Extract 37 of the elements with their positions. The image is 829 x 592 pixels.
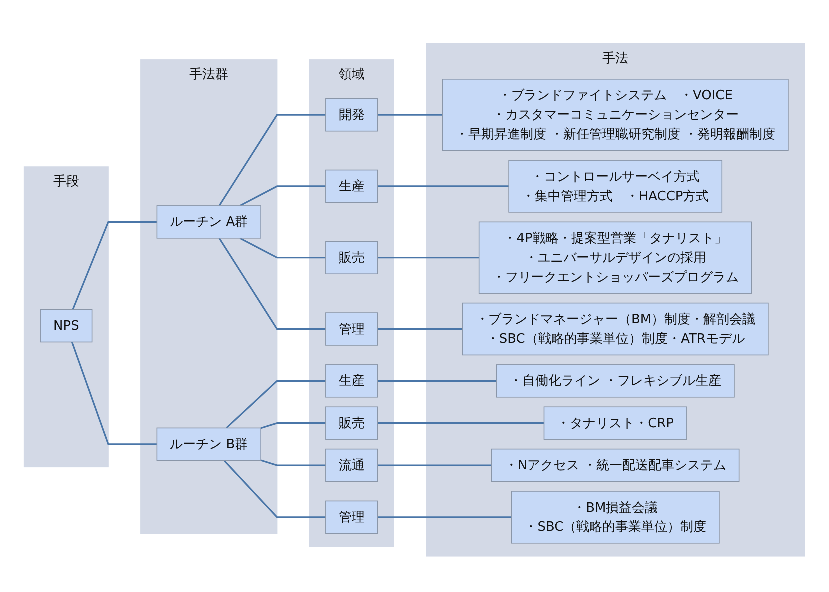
node-box: NPS — [40, 309, 93, 343]
node-box: 販売 — [326, 241, 378, 274]
node-box: ・Nアクセス ・統一配送配車システム — [491, 448, 740, 482]
node-box: ・4P戦略・提案型営業「タナリスト」 ・ユニバーサルデザインの採用 ・フリークエントショッパーズプログラム — [478, 222, 752, 294]
node-box: ・コントロールサーベイ方式 ・集中管理方式 ・HACCP方式 — [508, 160, 723, 213]
node-box: ・ブランドファイトシステム ・VOICE ・カスタマーコミュニケーションセンター ・早期昇進制度 ・新任管理職研究制度 ・発明報酬制度 — [442, 79, 789, 152]
connector — [224, 460, 326, 518]
node-box: 管理 — [326, 312, 378, 346]
node-box: 開発 — [326, 98, 378, 132]
node-box: ・自働化ライン ・フレキシブル生産 — [496, 364, 735, 398]
connector — [378, 114, 443, 116]
connector — [260, 422, 326, 430]
connector — [71, 342, 158, 446]
connector — [240, 186, 326, 207]
node-box: 管理 — [326, 500, 378, 534]
connector — [218, 238, 326, 330]
node-box: ルーチン B群 — [156, 428, 262, 462]
node-box: 生産 — [326, 364, 378, 398]
connector — [378, 186, 510, 188]
connector — [218, 114, 326, 206]
connector — [226, 380, 326, 429]
node-box: ・タナリスト・CRP — [544, 406, 688, 440]
node-box: ・ブランドマネージャー（BM）制度・解剖会議 ・SBC（戦略的事業単位）制度・ATRモデル — [462, 302, 769, 356]
connector — [260, 460, 326, 466]
node-box: ルーチン A群 — [156, 206, 262, 239]
connector — [378, 328, 463, 330]
connector — [378, 380, 497, 382]
connector — [72, 221, 158, 310]
node-box: 流通 — [326, 448, 378, 482]
connector — [378, 422, 544, 424]
node-box: 生産 — [326, 170, 378, 204]
connector — [378, 516, 512, 518]
connector — [378, 464, 492, 466]
connector — [378, 257, 480, 259]
node-box: 販売 — [326, 406, 378, 440]
connector — [240, 238, 326, 259]
node-box: ・BM損益会議 ・SBC（戦略的事業単位）制度 — [511, 491, 720, 544]
